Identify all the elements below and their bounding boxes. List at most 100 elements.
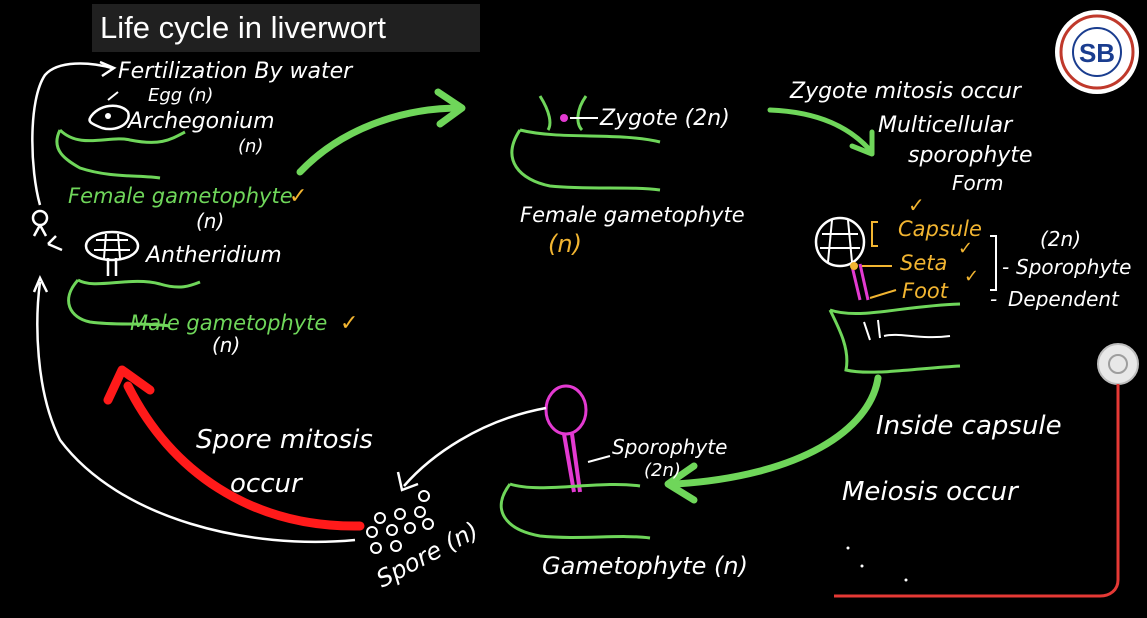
gametophyte-thallus-bottom [499,483,651,540]
zygote-thallus-bottom [510,129,661,192]
arrow-to-sporophyte-head [849,129,875,157]
sporophyte-thallus-bottom [828,309,961,374]
sporophyte-dash: - [1002,255,1009,279]
arrow-spore-mitosis-head [103,365,155,405]
zygote-dot [560,114,568,122]
logo-letters: SB [1079,38,1115,68]
spores-cluster [366,490,434,554]
foot-check: ✓ [964,266,979,287]
egg-dot [105,113,111,119]
capsule-shape [814,216,866,268]
sporophyte-bracket [990,235,997,291]
antheridium-group [67,230,201,328]
female-check: ✓ [289,184,307,209]
male-check: ✓ [340,311,358,336]
dependent-dash: - [990,287,997,311]
sporophyte-label: Sporophyte [1016,255,1131,279]
zygote-mitosis-label: Zygote mitosis occur [789,79,1023,104]
capsule-label: Capsule [898,217,982,241]
antheridium-outline [84,230,140,262]
arrow-spore-mitosis [123,381,365,531]
male-ploidy: (n) [212,333,240,357]
gametophyte-sporophyte-ploidy: (2n) [644,460,681,481]
spore-occur-label: occur [230,469,304,499]
arrow-to-gametophyte [672,374,882,488]
inside-capsule-label: Inside capsule [876,411,1062,441]
archegonium-group [55,91,186,180]
spore-icon [370,542,382,554]
zygote-thallus-top [519,128,661,144]
zygote-gametophyte [510,95,661,192]
seta-left [850,265,862,301]
arrow-to-zygote-head [434,88,466,128]
cycle-line-lower-left [36,281,356,544]
capsule-bracket [871,221,878,247]
arrow-to-gametophyte-head [664,462,698,504]
gametophyte-sporophyte-pointer [587,455,611,463]
spore-icon [422,518,434,530]
zygote-female-gametophyte-label: Female gametophyte [520,203,745,227]
spore-icon [386,524,398,536]
sporophyte-thallus-top [829,302,961,316]
logo-ring [1059,14,1135,90]
spore-icon [374,512,386,524]
gametophyte-label: Gametophyte (n) [542,552,748,580]
spore-icon [394,508,406,520]
archegonium-label: Archegonium [126,109,275,134]
seta-right [858,263,870,301]
sporophyte-word-label: sporophyte [908,143,1032,168]
antheridium-label: Antheridium [144,243,282,268]
seta-label: Seta [900,251,947,275]
zygote-ploidy: (n) [548,230,582,258]
foot-label: Foot [902,279,949,303]
female-gametophyte-label: Female gametophyte [68,184,293,208]
egg-pointer [107,91,119,101]
arrow-to-spores-head [396,471,419,492]
sporophyte-capsule-magenta [544,384,588,436]
female-ploidy: (n) [196,209,224,233]
gender-symbol-icon [31,209,49,237]
diagram-title: Life cycle in liverwort [100,10,386,45]
antheridium-arrow [47,235,63,252]
archegonium-outline [88,104,130,131]
cycle-arrowhead-left [32,275,49,293]
gametophyte-drawing [499,384,651,540]
multicellular-label: Multicellular [878,113,1014,138]
logo-inner [1072,27,1122,77]
male-gametophyte-label: Male gametophyte [130,311,327,335]
female-thallus-bottom [55,129,161,180]
dependent-label: Dependent [1008,287,1120,311]
sporophyte-drawing [814,216,961,374]
fertilization-label: Fertilization By water [118,59,354,84]
meiosis-occur-label: Meiosis occur [842,477,1020,507]
seta-check: ✓ [958,238,973,259]
cycle-arrowhead-top [99,60,117,78]
rhizoids [863,319,881,341]
archegonium-ploidy: (n) [238,136,263,157]
spore-icon [414,506,426,518]
spore-icon [366,526,378,538]
form-label: Form [952,171,1003,195]
male-thallus-bottom [67,278,171,328]
stylus-cable [834,384,1120,598]
seta-junction-dot [850,262,858,270]
arrow-to-spores [403,406,547,487]
female-thallus-top [58,128,186,144]
gametophyte-thallus-top [509,482,641,490]
stylus-button [1097,343,1139,385]
form-check: ✓ [908,193,925,217]
zygote-label: Zygote (2n) [599,106,730,131]
title-banner: Life cycle in liverwort [92,4,480,52]
arrow-to-sporophyte [767,107,873,153]
stylus-cable-icon [834,343,1139,598]
sporophyte-ploidy: (2n) [1040,227,1081,251]
sankalp-bharat-logo: SB [1055,10,1139,94]
spore-mitosis-label: Spore mitosis [196,425,373,455]
cycle-line-upper-left [31,62,113,206]
gametophyte-sporophyte-label: Sporophyte [612,435,727,459]
spore-icon [390,540,402,552]
arrow-to-zygote [296,104,464,176]
foot-pointer [869,289,897,299]
